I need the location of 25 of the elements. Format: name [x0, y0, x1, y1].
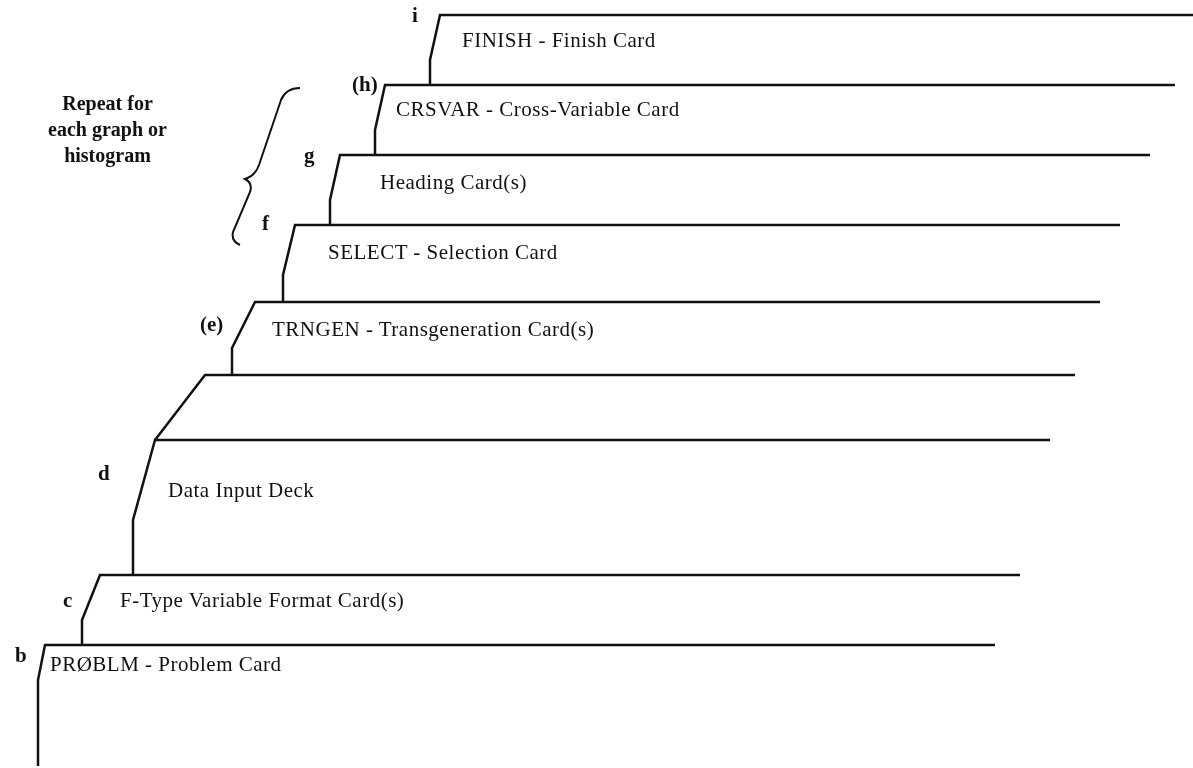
card-letter: g [304, 143, 315, 168]
punch-card [131, 438, 1050, 577]
punch-card [153, 373, 1075, 442]
card-label: Data Input Deck [168, 478, 315, 503]
card-letter: i [412, 3, 418, 28]
card-label: CRSVAR - Cross-Variable Card [396, 97, 680, 122]
card-letter: b [15, 643, 27, 668]
note-text: Repeat for each graph or histogram [47, 91, 168, 168]
punch-card [328, 153, 1150, 227]
card-letter: (e) [200, 312, 224, 337]
card-label: F-Type Variable Format Card(s) [120, 588, 405, 613]
punch-card [80, 573, 1020, 647]
punch-card [281, 223, 1120, 304]
card-label: Heading Card(s) [380, 170, 527, 195]
card-label: FINISH - Finish Card [462, 28, 656, 53]
card-letter: d [98, 461, 110, 486]
card-letter: (h) [352, 72, 378, 97]
card-label: TRNGEN - Transgeneration Card(s) [272, 317, 595, 342]
punch-card [428, 13, 1193, 87]
card-label: PRØBLM - Problem Card [50, 652, 282, 677]
card-letter: c [63, 588, 73, 613]
punch-card [230, 300, 1100, 377]
card-label: SELECT - Selection Card [328, 240, 558, 265]
punch-card [36, 643, 995, 768]
card-letter: f [262, 211, 269, 236]
